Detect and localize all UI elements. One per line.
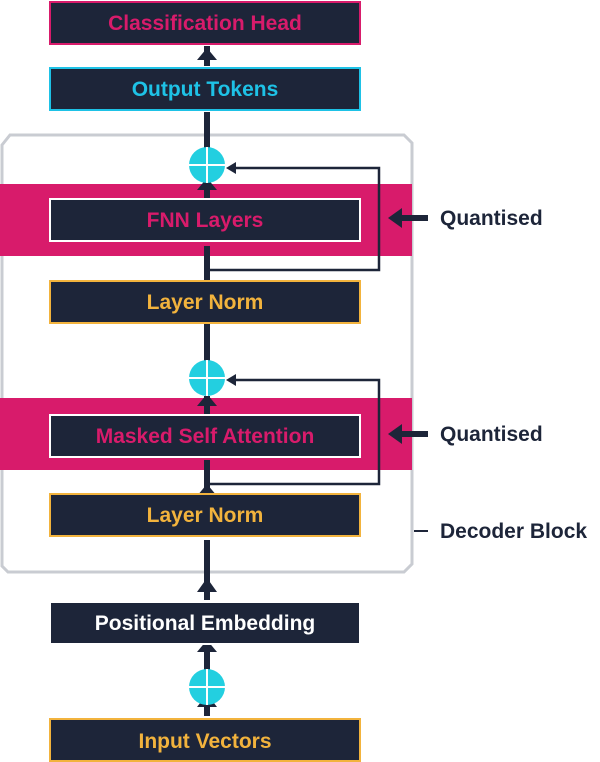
- arrow-left-icon: [388, 208, 402, 228]
- positional-embedding-box: Positional Embedding: [49, 601, 361, 645]
- input-vectors-label: Input Vectors: [138, 730, 271, 753]
- quantised-top-label: Quantised: [440, 207, 543, 230]
- residual-bottom: [207, 378, 381, 486]
- decoder-block-callout: Decoder Block: [414, 520, 587, 543]
- classification-head-box: Classification Head: [49, 1, 361, 45]
- output-tokens-label: Output Tokens: [132, 78, 279, 101]
- quantised-top-pointer: Quantised: [388, 207, 543, 230]
- input-vectors-box: Input Vectors: [49, 718, 361, 762]
- plus-circle-icon: [189, 669, 225, 705]
- quantised-bottom-pointer: Quantised: [388, 423, 543, 446]
- decoder-block-label: Decoder Block: [440, 520, 587, 543]
- classification-head-label: Classification Head: [108, 12, 302, 35]
- output-tokens-box: Output Tokens: [49, 67, 361, 111]
- residual-arrowheads: [226, 162, 236, 386]
- layer-norm-top-label: Layer Norm: [147, 291, 264, 314]
- layer-norm-top-box: Layer Norm: [49, 280, 361, 324]
- arrow-left-icon: [388, 424, 402, 444]
- residual-connections: [207, 166, 381, 486]
- residual-top: [207, 166, 381, 272]
- plus-circle-icon: [189, 360, 225, 396]
- masked-self-attention-label: Masked Self Attention: [96, 425, 315, 448]
- plus-circle-icon: [189, 147, 225, 183]
- layer-norm-bottom-box: Layer Norm: [49, 493, 361, 537]
- positional-embedding-label: Positional Embedding: [95, 612, 316, 635]
- layer-norm-bottom-label: Layer Norm: [147, 504, 264, 527]
- fnn-layers-box: FNN Layers: [49, 198, 361, 242]
- masked-self-attention-box: Masked Self Attention: [49, 414, 361, 458]
- fnn-layers-label: FNN Layers: [147, 209, 264, 232]
- quantised-bottom-label: Quantised: [440, 423, 543, 446]
